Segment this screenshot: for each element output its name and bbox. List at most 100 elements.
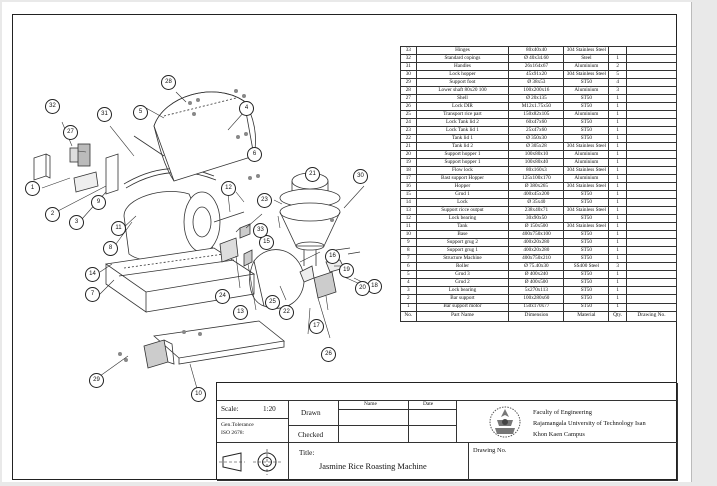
cell-name: Hopper (415, 182, 510, 192)
cell-dim: 400x750x210 (508, 254, 565, 264)
balloon-7: 7 (85, 287, 100, 302)
cell-name: Lock Tank lid 1 (415, 126, 510, 136)
drawn-name-field (339, 410, 409, 426)
cell-no: 23 (400, 126, 417, 136)
exploded-assembly-view (33, 89, 375, 388)
cell-dim: 100x80x40 (508, 158, 565, 168)
cell-no: 25 (400, 110, 417, 120)
institution-line-2: Rajamangala University of Technology Isa… (533, 420, 646, 427)
cell-qty: 1 (608, 230, 627, 240)
cell-note (625, 110, 678, 120)
cell-name: Tank (415, 222, 510, 232)
cell-note (625, 182, 678, 192)
cell-name: Support hopper 1 (415, 150, 510, 160)
balloon-3: 3 (69, 215, 84, 230)
checked-label: Checked (298, 431, 324, 439)
motor-assembly (69, 143, 217, 195)
cell-qty: 1 (608, 102, 627, 112)
support-brackets (219, 223, 361, 299)
cell-note (625, 238, 678, 248)
cell-dim: Ø 305x28 (508, 142, 565, 152)
cell-mat: ST50 (563, 246, 610, 256)
drawn-cell: Drawn (289, 401, 339, 426)
cell-name: Support hopper 1 (415, 158, 510, 168)
cell-mat: ST50 (563, 118, 610, 128)
cell-note (625, 94, 678, 104)
institution-line-3: Khon Kaen Campus (533, 431, 585, 438)
cell-mat: ST50 (563, 254, 610, 264)
cell-mat: 304 Stainless Steel (563, 182, 610, 192)
cell-note (625, 222, 678, 232)
cell-no: 5 (400, 270, 417, 280)
cell-note (625, 134, 678, 144)
cell-dim: 5x270x113 (508, 286, 565, 296)
cell-dim: 80x40x40 (508, 45, 565, 56)
base-plate (153, 320, 285, 365)
cell-mat: Material (563, 310, 610, 322)
cell-mat: Aluminium (563, 110, 610, 120)
cell-qty: 1 (608, 222, 627, 232)
cell-name: Tank lid 2 (415, 142, 510, 152)
iso-label: ISO 2678: (221, 430, 245, 436)
cell-dim: Dimension (508, 310, 565, 322)
cell-mat: ST50 (563, 78, 610, 88)
cell-mat: 304 Stainless Steel (563, 142, 610, 152)
cell-dim: Ø 350x30 (508, 134, 565, 144)
name-header: Name (364, 401, 377, 407)
cell-mat: 304 Stainless Steel (563, 70, 610, 80)
balloon-26: 26 (321, 347, 336, 362)
cell-mat: ST50 (563, 102, 610, 112)
balloon-19: 19 (339, 263, 354, 278)
institution-line-1: Faculty of Engineering (533, 409, 592, 416)
cell-qty: 1 (608, 190, 627, 200)
balloon-1: 1 (25, 181, 40, 196)
cell-mat: 304 Stainless Steel (563, 206, 610, 216)
drawing-title: Jasmine Rice Roasting Machine (319, 462, 427, 471)
balloon-11: 11 (111, 221, 126, 236)
cell-mat: Aluminium (563, 174, 610, 184)
cell-dim: 400x20x280 (508, 246, 565, 256)
cell-dim: 238x40x71 (508, 206, 565, 216)
cell-qty: 1 (608, 246, 627, 256)
cell-note (625, 254, 678, 264)
cell-no: 27 (400, 94, 417, 104)
balloon-29: 29 (89, 373, 104, 388)
upper-drum-cover (133, 91, 256, 182)
balloon-2: 2 (45, 207, 60, 222)
balloon-8: 8 (103, 241, 118, 256)
cell-no: 14 (400, 198, 417, 208)
cell-dim: Ø 380x265 (508, 182, 565, 192)
cell-qty: 1 (608, 270, 627, 280)
cell-no: 8 (400, 246, 417, 256)
cell-note (625, 86, 678, 96)
balloon-24: 24 (215, 289, 230, 304)
cell-qty: 4 (608, 78, 627, 88)
cell-no: 13 (400, 206, 417, 216)
cell-no: 21 (400, 142, 417, 152)
cell-note (625, 142, 678, 152)
cell-dim: Ø 38x53 (508, 78, 565, 88)
balloon-31: 31 (97, 107, 112, 122)
balloon-14: 14 (85, 267, 100, 282)
cell-name: Lock bearing (415, 214, 510, 224)
balloon-10: 10 (191, 387, 206, 402)
cell-qty: 1 (608, 54, 627, 64)
cell-no: 24 (400, 118, 417, 128)
cell-name: Roller (415, 262, 510, 272)
